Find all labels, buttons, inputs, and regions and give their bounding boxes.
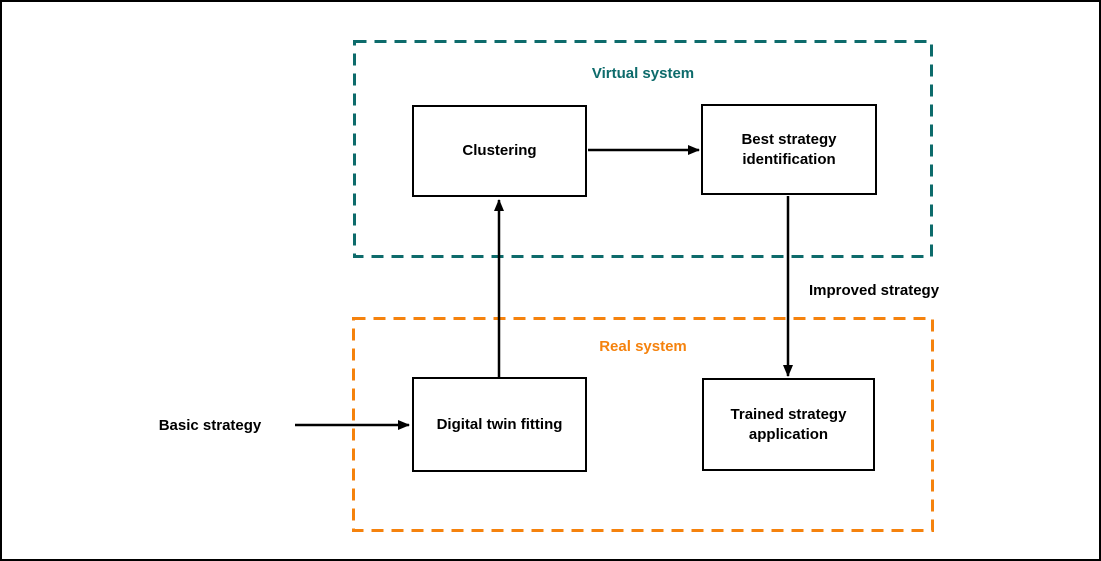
node-best-strategy-identification: Best strategy identification [701,104,877,195]
virtual-system-group-label: Virtual system [591,65,695,82]
node-trained-strategy-application: Trained strategy application [702,378,875,471]
real-system-group-label: Real system [599,338,687,355]
basic-strategy-edge-label: Basic strategy [158,417,262,434]
improved-strategy-edge-label: Improved strategy [809,282,940,299]
real-system-boundary [352,317,934,532]
node-clustering: Clustering [412,105,587,197]
virtual-system-boundary [353,40,933,258]
node-digital-twin-fitting: Digital twin fitting [412,377,587,472]
